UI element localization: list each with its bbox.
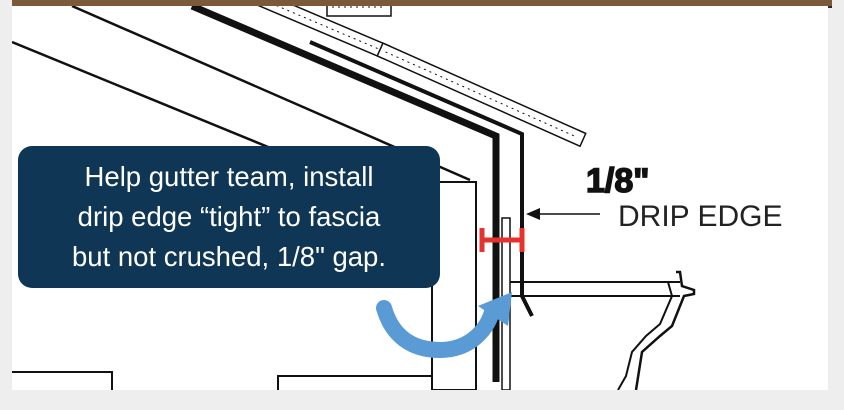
callout-line-3: but not crushed, 1/8" gap.	[71, 241, 386, 272]
callout-line-2: drip edge “tight” to fascia	[77, 201, 381, 232]
gutter-profile	[634, 270, 696, 390]
instruction-callout: Help gutter team, install drip edge “tig…	[18, 146, 440, 288]
gap-measure-label: 1/8"	[586, 162, 649, 200]
curved-arrow-head	[478, 292, 512, 326]
curved-arrow-icon	[376, 300, 500, 359]
bottom-bar	[12, 390, 828, 410]
drip-edge-label: DRIP EDGE	[618, 200, 783, 233]
callout-line-1: Help gutter team, install	[84, 161, 374, 192]
wall-frame-right	[277, 375, 432, 390]
shingle-strip-2	[376, 42, 587, 148]
drip-edge-pointer-head	[526, 208, 540, 220]
gutter-profile-inner	[617, 281, 674, 390]
drip-edge-flashing	[309, 40, 534, 317]
shingle-strip-top	[326, 6, 392, 17]
wall-frame-left	[12, 371, 113, 390]
gap-marker	[479, 228, 525, 252]
